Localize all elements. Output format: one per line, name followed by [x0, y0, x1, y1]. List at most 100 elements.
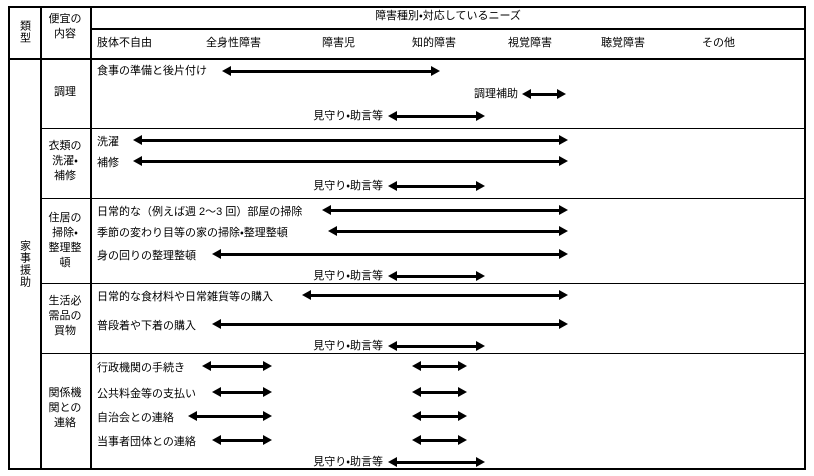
- arrow-shaft: [419, 391, 460, 394]
- arrow-shaft: [219, 439, 265, 442]
- column-header-全身性障害: 全身性障害: [206, 37, 261, 49]
- arrowhead-right-icon: [559, 319, 568, 329]
- group-name-調理: 調理: [40, 85, 90, 100]
- column-header-知的障害: 知的障害: [412, 37, 456, 49]
- header-content-line-1: 便宜の: [48, 13, 82, 25]
- arrowhead-left-icon: [222, 66, 231, 76]
- arrow-当事者団体との連絡-2: [412, 435, 467, 446]
- group-name-line: 買物: [54, 325, 76, 337]
- arrowhead-right-icon: [458, 361, 467, 371]
- arrowhead-left-icon: [212, 319, 221, 329]
- column-header-視覚障害: 視覚障害: [508, 37, 552, 49]
- group-name-line: 需品の: [48, 310, 82, 322]
- group-name-衣類の洗濯・補修: 衣類の 洗濯・ 補修: [40, 139, 90, 184]
- arrowhead-right-icon: [458, 387, 467, 397]
- arrowhead-left-icon: [522, 89, 531, 99]
- arrowhead-right-icon: [476, 271, 485, 281]
- arrowhead-right-icon: [263, 387, 272, 397]
- group-name-line: 関との: [48, 402, 82, 414]
- arrowhead-right-icon: [476, 111, 485, 121]
- watch-label-衣類: 見守り・助言等: [313, 180, 383, 192]
- item-label-身の回りの整理整頓: 身の回りの整理整頓: [97, 250, 196, 262]
- arrowhead-right-icon: [458, 435, 467, 445]
- arrowhead-left-icon: [302, 290, 311, 300]
- column-header-聴覚障害: 聴覚障害: [601, 37, 645, 49]
- column-header-肢体不自由: 肢体不自由: [97, 37, 152, 49]
- item-label-洗濯: 洗濯: [97, 136, 119, 148]
- arrowhead-left-icon: [212, 435, 221, 445]
- arrowhead-left-icon: [412, 361, 421, 371]
- item-label-自治会との連絡: 自治会との連絡: [97, 412, 174, 424]
- watch-label-住居: 見守り・助言等: [313, 270, 383, 282]
- arrowhead-left-icon: [202, 361, 211, 371]
- item-label-普段着や下着の購入: 普段着や下着の購入: [97, 320, 196, 332]
- arrow-身の回りの整理整頓: [212, 249, 568, 260]
- watch-label-調理: 見守り・助言等: [313, 110, 383, 122]
- group-name-line: 関係機: [48, 387, 82, 399]
- arrow-watch-住居: [388, 271, 485, 282]
- arrowhead-right-icon: [559, 226, 568, 236]
- arrowhead-right-icon: [263, 411, 272, 421]
- header-bottom-divider: [8, 58, 806, 60]
- arrowhead-left-icon: [212, 387, 221, 397]
- group-name-line: 頓: [59, 257, 71, 269]
- arrowhead-left-icon: [212, 249, 221, 259]
- arrow-shaft: [195, 415, 265, 418]
- header-content: 便宜の 内容: [40, 12, 90, 42]
- arrow-shaft: [395, 185, 478, 188]
- arrow-shaft: [395, 345, 478, 348]
- row-divider-2: [40, 198, 806, 199]
- item-label-行政機関の手続き: 行政機関の手続き: [97, 362, 185, 374]
- group-name-住居の掃除・整理整頓: 住居の 掃除・ 整理整 頓: [40, 211, 90, 271]
- arrowhead-left-icon: [133, 156, 142, 166]
- arrow-補修: [133, 156, 568, 167]
- row-divider-3: [40, 283, 806, 284]
- row-divider-1: [40, 128, 806, 129]
- arrow-shaft: [395, 461, 478, 464]
- arrow-shaft: [219, 323, 561, 326]
- arrow-shaft: [419, 415, 460, 418]
- arrow-shaft: [329, 209, 561, 212]
- arrowhead-left-icon: [412, 411, 421, 421]
- arrowhead-left-icon: [328, 226, 337, 236]
- arrowhead-right-icon: [559, 156, 568, 166]
- arrowhead-right-icon: [458, 411, 467, 421]
- arrow-watch-生活必需品: [388, 341, 485, 352]
- arrow-shaft: [419, 439, 460, 442]
- arrow-shaft: [209, 365, 265, 368]
- header-type: 類型: [18, 20, 31, 44]
- arrowhead-left-icon: [188, 411, 197, 421]
- watch-label-生活必需品: 見守り・助言等: [313, 340, 383, 352]
- group-name-line: 洗濯・: [52, 155, 78, 167]
- group-name-生活必需品の買物: 生活必 需品の 買物: [40, 294, 90, 339]
- arrow-watch-関係機関: [388, 457, 485, 468]
- arrowhead-left-icon: [412, 387, 421, 397]
- group-name-line: 連絡: [54, 417, 76, 429]
- row-type-家事援助: 家事援助: [18, 239, 31, 288]
- arrow-洗濯: [133, 135, 568, 146]
- arrow-shaft: [335, 230, 561, 233]
- group-name-line: 衣類の: [48, 140, 82, 152]
- group-name-line: 住居の: [48, 212, 82, 224]
- arrow-shaft: [229, 70, 433, 73]
- arrow-watch-衣類: [388, 181, 485, 192]
- item-label-公共料金等の支払い: 公共料金等の支払い: [97, 388, 196, 400]
- arrowhead-right-icon: [263, 361, 272, 371]
- column-divider-content: [90, 6, 92, 470]
- item-label-日常的な部屋の掃除: 日常的な（例えば週 2〜3 回）部屋の掃除: [97, 206, 303, 218]
- arrowhead-right-icon: [476, 181, 485, 191]
- row-divider-5: [40, 469, 806, 470]
- arrow-食事の準備と後片付け: [222, 66, 440, 77]
- header-sub-divider: [90, 28, 806, 30]
- item-label-日常的な食材料や日常雑貨等の購入: 日常的な食材料や日常雑貨等の購入: [97, 291, 273, 303]
- group-name-line: 補修: [54, 170, 76, 182]
- group-name-関係機関との連絡: 関係機 関との 連絡: [40, 386, 90, 431]
- arrowhead-left-icon: [388, 457, 397, 467]
- watch-label-関係機関: 見守り・助言等: [313, 456, 383, 468]
- arrowhead-right-icon: [559, 205, 568, 215]
- arrowhead-right-icon: [476, 341, 485, 351]
- column-header-その他: その他: [702, 37, 735, 49]
- row-divider-4: [40, 353, 806, 354]
- arrow-shaft: [529, 93, 559, 96]
